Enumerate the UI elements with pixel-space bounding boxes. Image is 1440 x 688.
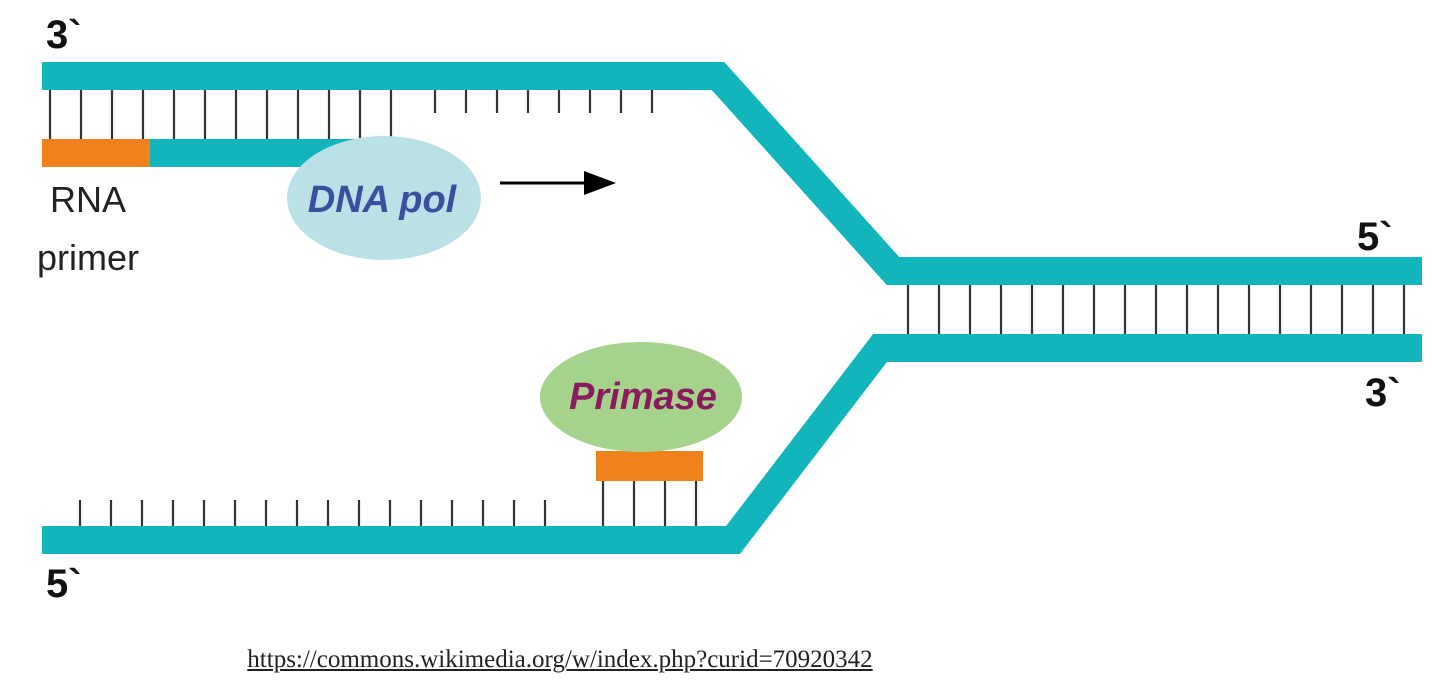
top-parental-strand xyxy=(42,62,1422,285)
dna-pol-enzyme xyxy=(287,136,481,260)
rna-primer-caption-line2: primer xyxy=(37,237,139,278)
bottom-parental-strand xyxy=(42,334,1422,554)
primase-label: Primase xyxy=(569,376,717,418)
rna-primer-caption-line1: RNA xyxy=(50,179,126,220)
arrow-head-icon xyxy=(584,171,616,195)
base-pair-ticks xyxy=(48,90,1406,526)
bottom-left-end-label: 5` xyxy=(46,562,82,606)
right-top-end-label: 5` xyxy=(1357,215,1393,259)
source-url-link[interactable]: https://commons.wikimedia.org/w/index.ph… xyxy=(247,646,873,673)
dna-pol-label: DNA pol xyxy=(308,179,458,221)
primase-enzyme xyxy=(540,342,742,452)
rna-primer-top xyxy=(42,139,150,167)
rna-primer-bottom xyxy=(596,451,703,481)
top-left-end-label: 3` xyxy=(46,13,82,57)
right-bottom-end-label: 3` xyxy=(1365,371,1401,415)
